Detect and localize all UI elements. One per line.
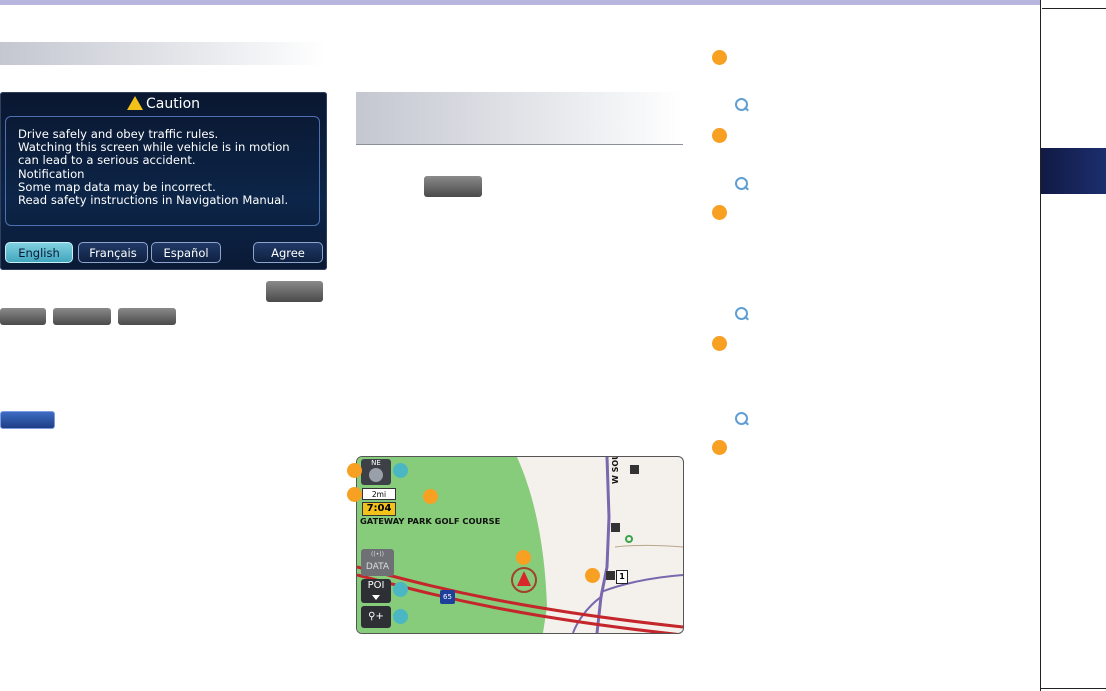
english-button[interactable]: English xyxy=(5,242,73,263)
caution-line: Some map data may be incorrect. xyxy=(18,179,216,194)
caution-dialog: Caution Drive safely and obey traffic ru… xyxy=(0,92,327,270)
warning-icon xyxy=(126,96,143,110)
poi-icon xyxy=(630,465,639,474)
poi-number-badge: 1 xyxy=(616,570,628,584)
section-heading-band-left xyxy=(0,42,325,65)
section-heading-band-middle xyxy=(356,92,683,145)
map-callout xyxy=(516,550,531,565)
golf-course-label: GATEWAY PARK GOLF COURSE xyxy=(360,516,501,526)
caution-line: Read safety instructions in Navigation M… xyxy=(18,193,289,208)
clock-display: 7:04 xyxy=(362,502,396,516)
road-w-south-blvd xyxy=(595,457,611,633)
road-branch xyxy=(600,574,683,593)
minor-road xyxy=(614,545,683,548)
chevron-down-icon xyxy=(372,595,380,600)
map-callout xyxy=(393,582,408,597)
compass-icon xyxy=(369,468,383,482)
road-label: W SOUTH BLVD xyxy=(611,457,620,484)
active-chapter-tab[interactable] xyxy=(1041,148,1106,194)
agree-button[interactable]: Agree xyxy=(253,242,323,263)
map-callout xyxy=(347,487,362,502)
car-position-ring xyxy=(511,567,537,593)
poi-icon xyxy=(611,523,620,532)
tab-top-line xyxy=(1042,8,1106,9)
top-accent-bar xyxy=(0,0,1040,5)
zoom-icon xyxy=(735,307,748,320)
navigation-map[interactable]: GATEWAY PARK GOLF COURSE W SOUTH BLVD 65… xyxy=(356,456,684,634)
interstate-shield: 65 xyxy=(440,590,455,604)
zoom-in-icon: ⚲+ xyxy=(368,611,384,622)
car-position-arrow xyxy=(517,571,531,586)
map-callout xyxy=(393,463,408,478)
data-button[interactable]: ((•)) DATA xyxy=(361,549,394,576)
caution-line: can lead to a serious accident. xyxy=(18,153,196,168)
zoom-icon xyxy=(735,177,748,190)
map-callout xyxy=(393,609,408,624)
key-chip xyxy=(0,308,46,325)
zoom-in-button[interactable]: ⚲+ xyxy=(361,606,391,628)
scale-bar: 2mi xyxy=(362,488,396,500)
key-chip xyxy=(266,281,323,302)
chapter-tab-strip xyxy=(1040,0,1106,691)
callout-marker xyxy=(712,336,727,351)
tab-bottom-line xyxy=(1041,688,1106,689)
espanol-button[interactable]: Español xyxy=(151,242,221,263)
broadcast-icon: ((•)) xyxy=(371,551,384,558)
key-chip xyxy=(424,176,482,197)
callout-marker xyxy=(712,50,727,65)
callout-marker xyxy=(712,440,727,455)
caution-line: Watching this screen while vehicle is in… xyxy=(18,140,290,155)
zoom-icon xyxy=(735,98,748,111)
zoom-icon xyxy=(735,412,748,425)
poi-icon xyxy=(606,571,615,580)
caution-title: Caution xyxy=(0,96,327,116)
caution-line: Drive safely and obey traffic rules. xyxy=(18,127,219,141)
map-drawing xyxy=(357,457,683,633)
callout-marker xyxy=(712,128,727,143)
map-callout xyxy=(585,568,600,583)
map-callout xyxy=(423,489,438,504)
key-chip xyxy=(118,308,176,325)
key-chip-blue xyxy=(0,411,55,429)
callout-marker xyxy=(712,205,727,220)
poi-dot xyxy=(625,535,633,543)
compass-button[interactable]: NE xyxy=(361,459,391,485)
key-chip xyxy=(53,308,111,325)
caution-line: Notification xyxy=(18,166,85,181)
map-callout xyxy=(347,463,362,478)
caution-message: Drive safely and obey traffic rules. Wat… xyxy=(5,116,320,226)
francais-button[interactable]: Français xyxy=(78,242,148,263)
poi-button[interactable]: POI xyxy=(361,579,391,603)
